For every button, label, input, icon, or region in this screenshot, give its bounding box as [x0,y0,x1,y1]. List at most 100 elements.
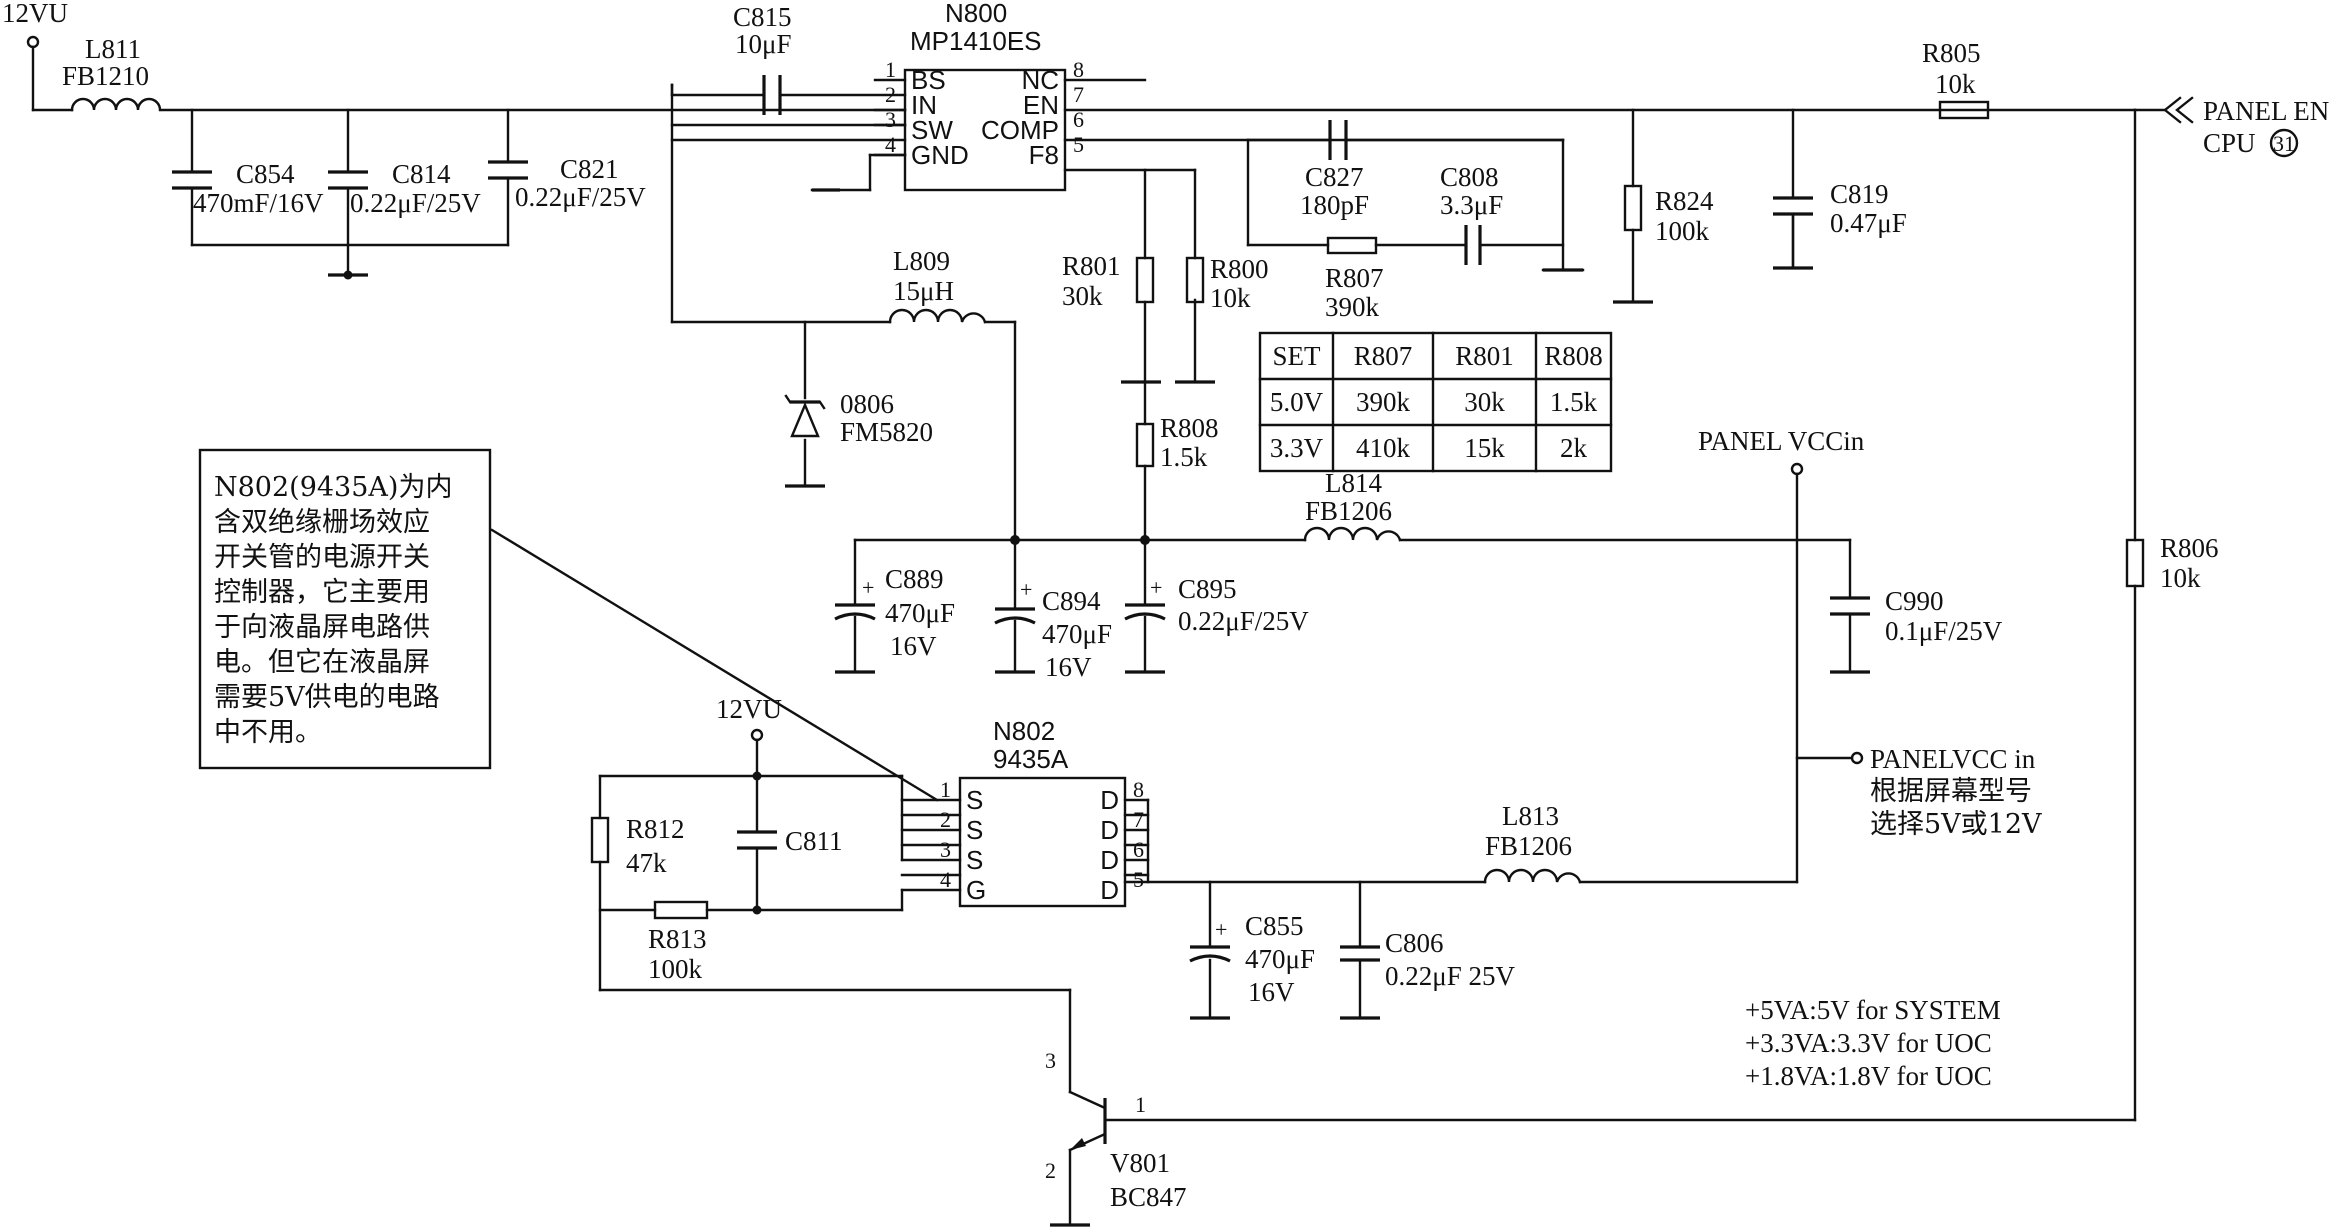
label-c990-ref: C990 [1885,586,1944,616]
net-panelvcc-note-1: 根据屏幕型号 [1870,776,2032,807]
rail-note: +3.3VA:3.3V for UOC [1745,1028,1992,1058]
n800-pin-8: 8 [1073,57,1084,82]
net-cpu-pin: 31 [2273,131,2295,156]
capacitor-c819 [1773,196,1813,216]
label-r806-ref: R806 [2160,533,2219,563]
net-labels: 12VU 12VU PANEL EN CPU 31 PANEL VCCin PA… [2,0,2329,840]
label-d0806-val: FM5820 [840,417,933,447]
label-l814-val: FB1206 [1305,496,1392,526]
capacitors: + + + + [172,75,1870,963]
resistors [590,100,2145,920]
label-c894-ref: C894 [1042,586,1101,616]
label-c815-ref: C815 [733,2,792,32]
table-cell: 1.5k [1550,387,1598,417]
table-cell: 30k [1464,387,1505,417]
n802-pin-2: 2 [940,807,951,832]
table-cell: 410k [1356,433,1411,463]
label-c814-val: 0.22μF/25V [350,188,481,218]
label-r808-val: 1.5k [1160,442,1208,472]
label-r812-ref: R812 [626,814,685,844]
n802-pin-3: 3 [940,837,951,862]
capacitor-c821 [488,160,528,180]
n800-pin-6: 6 [1073,107,1084,132]
label-v801-ref: V801 [1110,1148,1170,1178]
rail-note: +5VA:5V for SYSTEM [1745,995,2001,1025]
inductor-l811 [70,97,162,112]
net-panelvcc-in: PANELVCC in [1870,744,2036,774]
note-box: N802(9435A)为内含双绝缘栅场效应开关管的电源开关控制器，它主要用于向液… [198,448,492,770]
n800-pin-7: 7 [1073,82,1084,107]
label-c808-val: 3.3μF [1440,190,1503,220]
label-r805-val: 10k [1935,69,1976,99]
svg-text:+: + [1020,577,1032,602]
n802-ref: N802 [993,716,1055,746]
net-cpu: CPU [2203,128,2256,158]
label-r824-ref: R824 [1655,186,1714,216]
net-panel-vccin: PANEL VCCin [1698,426,1865,456]
n800-pin-name-6: COMP [981,115,1059,145]
label-v801-val: BC847 [1110,1182,1187,1212]
n802-pin-name-1: S [966,785,983,815]
label-r800-val: 10k [1210,283,1251,313]
resistor-r808 [1135,422,1155,468]
n802-pin-name-8: D [1100,785,1119,815]
note-line: 含双绝缘栅场效应 [214,507,430,538]
label-l811-val: FB1210 [62,61,149,91]
label-r807-ref: R807 [1325,263,1384,293]
n800-pin-name-8: NC [1021,65,1059,95]
capacitor-c895 [1124,603,1166,621]
capacitor-c808 [1464,225,1482,265]
n802-pin-7: 7 [1133,807,1144,832]
label-c894-val2: 16V [1045,652,1092,682]
label-c895-val: 0.22μF/25V [1178,606,1309,636]
note-line: 中不用。 [214,717,322,748]
capacitor-c815 [762,75,782,115]
label-c827-val: 180pF [1300,190,1369,220]
n800-pin-1: 1 [885,57,896,82]
capacitor-c889 [834,603,876,621]
label-c889-ref: C889 [885,564,944,594]
resistor-r824 [1623,184,1643,232]
label-c854-val: 470mF/16V [193,188,324,218]
svg-text:+: + [1215,917,1227,942]
n802-pin-name-5: D [1100,875,1119,905]
resistor-setting-table: SET5.0V3.3VR807390k410kR80130k15kR8081.5… [1258,331,1613,473]
note-line: 于向液晶屏电路供 [214,612,430,643]
n800-pin-name-5: F8 [1029,140,1059,170]
label-c855-val: 470μF [1245,944,1315,974]
table-cell: 15k [1464,433,1505,463]
label-r801-ref: R801 [1062,251,1121,281]
label-r824-val: 100k [1655,216,1710,246]
label-c990-val: 0.1μF/25V [1885,616,2003,646]
capacitor-c811 [737,830,777,850]
label-d0806-ref: 0806 [840,389,894,419]
transistor-v801 [1068,1090,1107,1152]
label-r805-ref: R805 [1922,38,1981,68]
n802-pin-6: 6 [1133,837,1144,862]
label-l813-ref: L813 [1502,801,1559,831]
inductor-l809 [888,308,987,324]
label-r813-val: 100k [648,954,703,984]
n800-pin-name-2: IN [911,90,937,120]
label-l811-ref: L811 [85,34,141,64]
n800-pin-5: 5 [1073,132,1084,157]
label-c827-ref: C827 [1305,162,1364,192]
n802-pin-name-3: S [966,845,983,875]
resistor-r807 [1326,236,1378,255]
resistor-r812 [590,816,610,864]
label-c821-ref: C821 [560,154,619,184]
diode-0806 [784,394,826,438]
table-header-cell: R808 [1544,341,1603,371]
table-header-cell: SET [1272,341,1321,371]
note-line: 控制器，它主要用 [214,577,430,608]
n800-pin-name-7: EN [1023,90,1059,120]
table-header-cell: R801 [1455,341,1514,371]
wiring [31,45,2137,1227]
note-line: N802(9435A)为内 [214,472,452,503]
label-c806-ref: C806 [1385,928,1444,958]
n800-pin-3: 3 [885,107,896,132]
resistor-r801 [1135,256,1155,304]
label-v801-pin-c: 3 [1045,1048,1056,1073]
label-c808-ref: C808 [1440,162,1499,192]
label-c889-val: 470μF [885,598,955,628]
